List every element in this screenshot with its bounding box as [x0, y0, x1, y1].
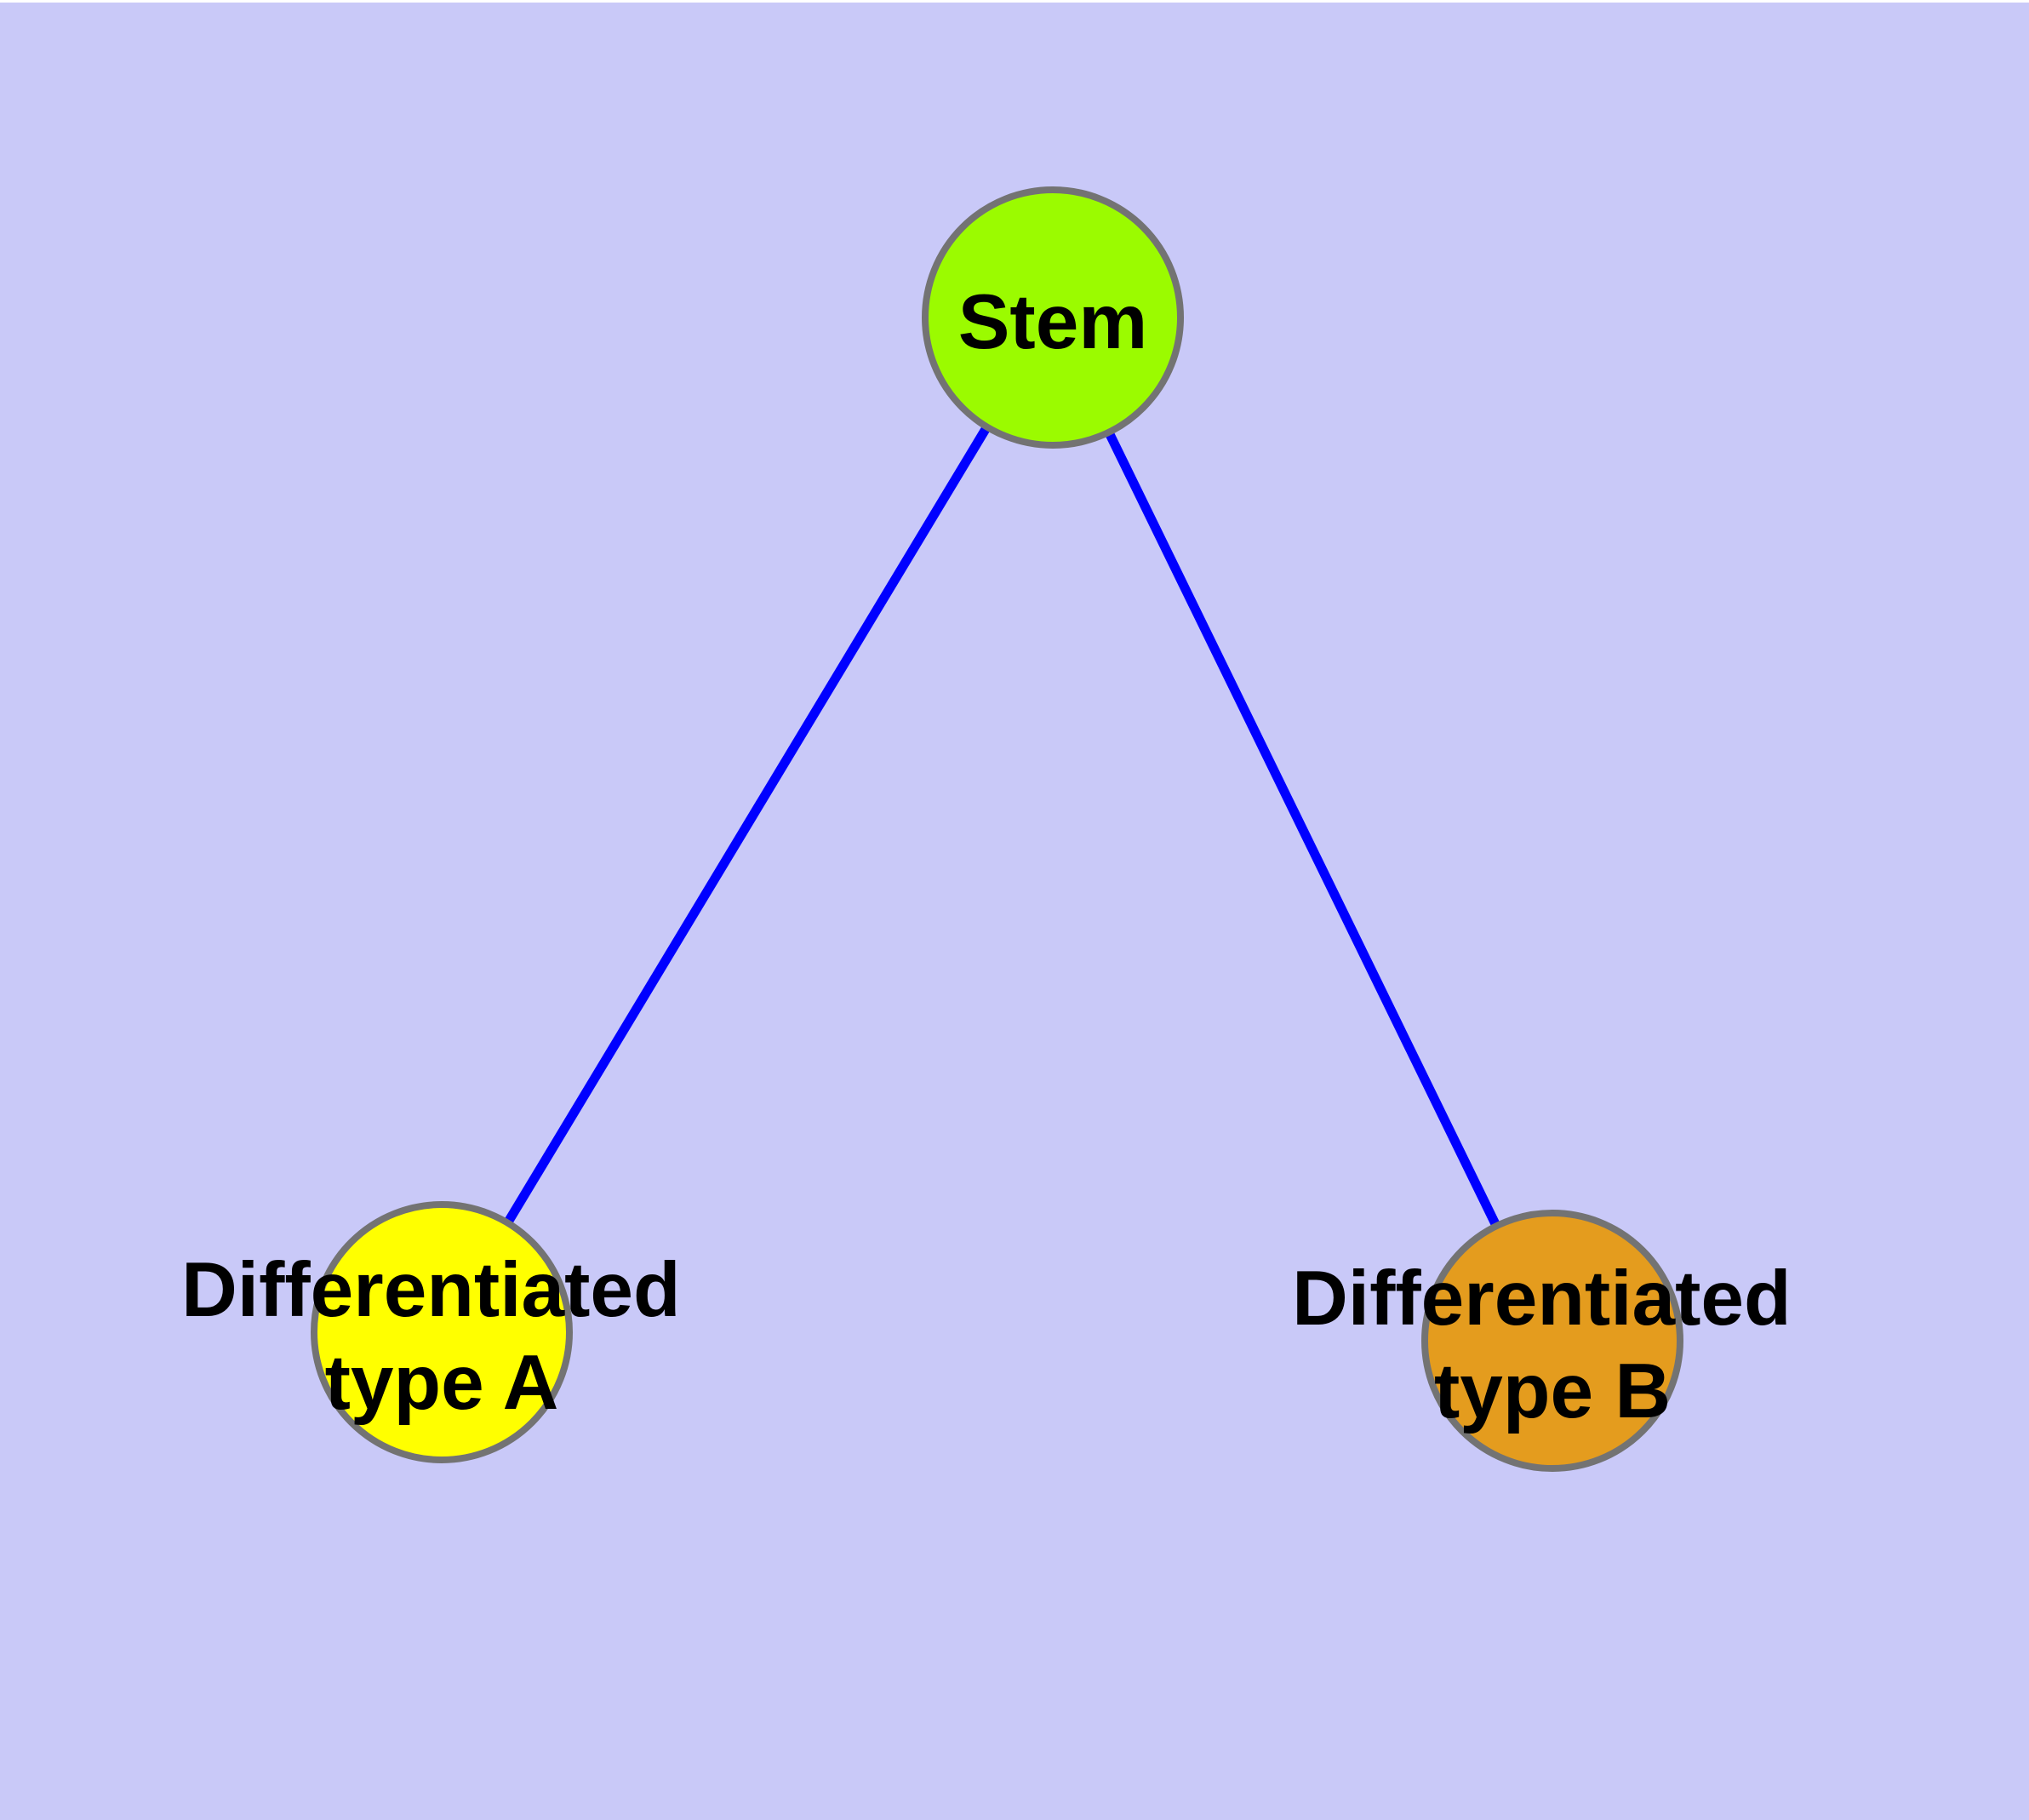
node-stem-label: Stem: [958, 279, 1148, 365]
node-differentiated-type-b: [1421, 1210, 1683, 1472]
edge-stem-to-type-b: [1049, 315, 1557, 1343]
node-differentiated-type-b-label-line1: Differentiated: [1292, 1256, 1792, 1342]
node-differentiated-type-a: [311, 1201, 573, 1463]
node-differentiated-type-a-label-line1: Differentiated: [181, 1247, 681, 1333]
node-differentiated-type-a-label: Differentiated type A: [181, 1247, 702, 1426]
node-differentiated-type-a-label-line2: type A: [325, 1340, 559, 1426]
node-differentiated-type-b-label-line2: type B: [1434, 1348, 1671, 1434]
edge-stem-to-type-a: [437, 315, 1057, 1335]
node-differentiated-type-b-label: Differentiated type B: [1292, 1256, 1813, 1434]
node-stem: [922, 186, 1184, 449]
top-border: [0, 0, 2029, 3]
